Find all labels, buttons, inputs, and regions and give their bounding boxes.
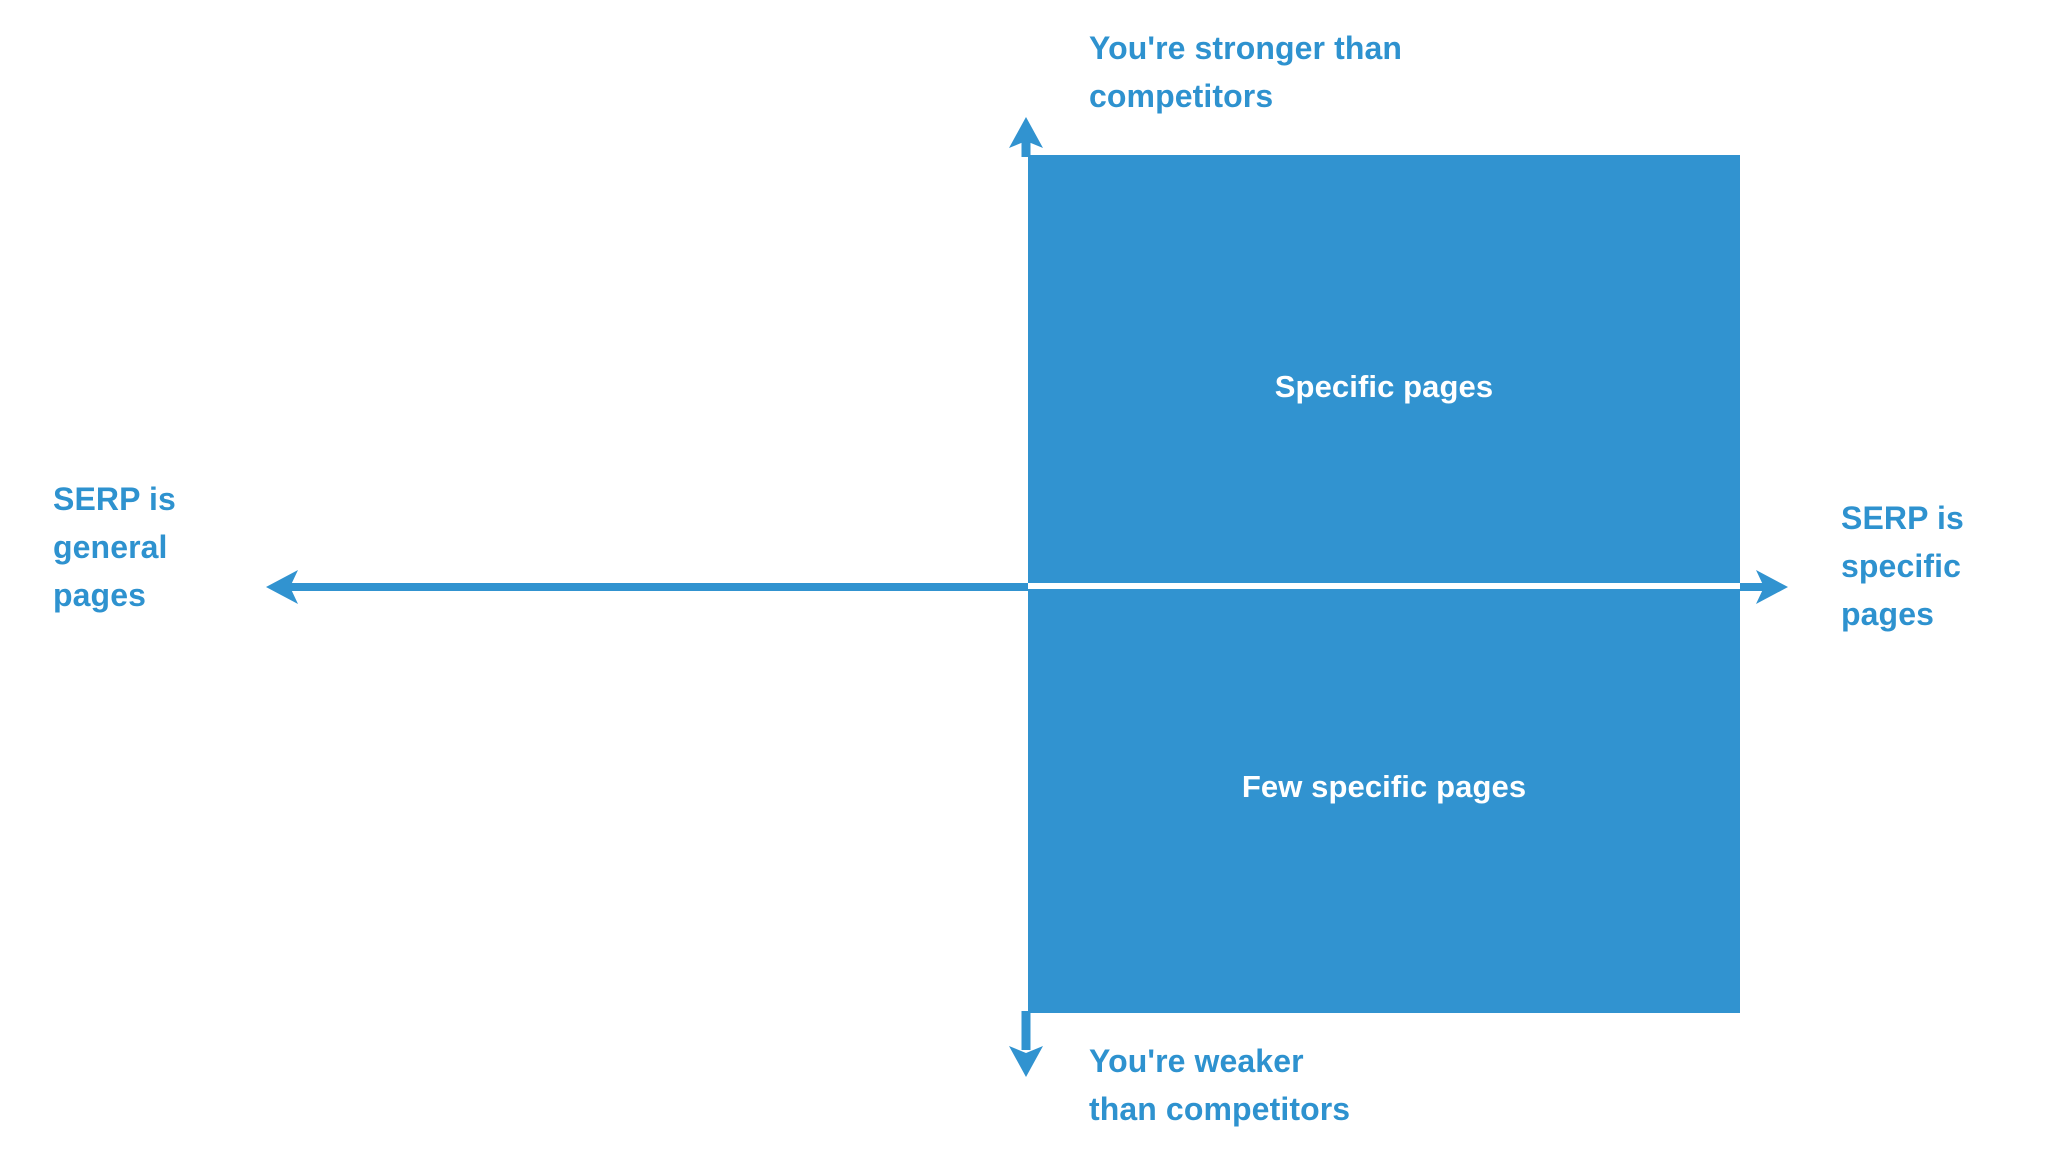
axis-label-left: SERP is general pages [53,481,176,613]
vertical-axis-down [1009,1011,1043,1077]
axis-label-bottom: You're weaker than competitors [1089,1043,1351,1127]
quadrant-lower-right[interactable]: Few specific pages [1028,589,1740,1013]
arrow-right-icon [1756,570,1788,604]
arrow-up-icon [1009,117,1043,148]
quadrant-block: Specific pages Few specific pages [1028,155,1740,1013]
axis-label-right: SERP is specific pages [1841,500,1964,632]
quadrant-lower-right-label: Few specific pages [1241,769,1527,804]
axis-label-top: You're stronger than competitors [1089,30,1403,114]
horizontal-axis-left [266,570,1028,604]
arrow-left-icon [266,570,298,604]
horizontal-axis-right [1740,570,1788,604]
quadrant-upper-right-label: Specific pages [1274,369,1494,404]
quadrant-upper-right[interactable]: Specific pages [1028,155,1740,583]
arrow-down-icon [1009,1046,1043,1077]
vertical-axis-up [1009,117,1043,157]
